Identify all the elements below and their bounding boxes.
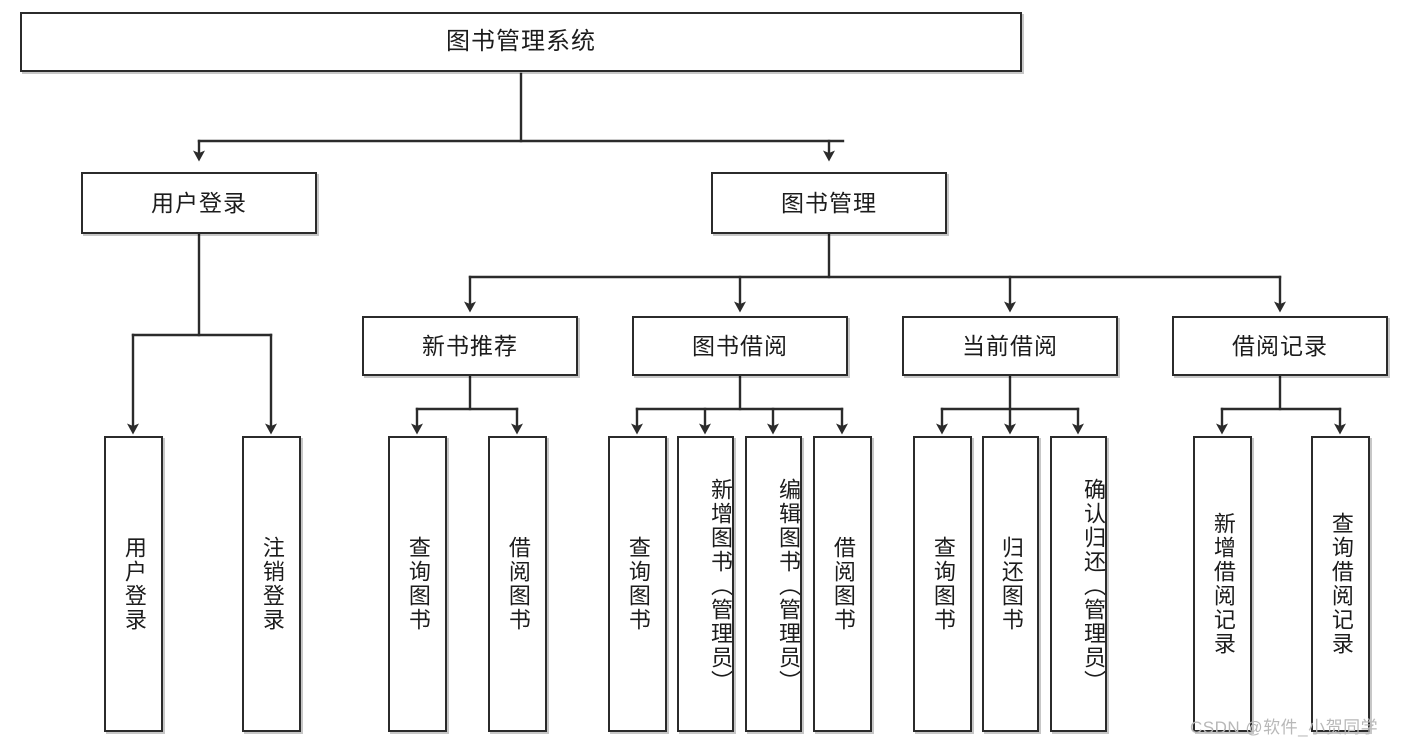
- node-leaf-return-book[interactable]: 归还图书: [982, 436, 1039, 732]
- node-leaf-query-book-2[interactable]: 查询图书: [608, 436, 667, 732]
- node-user-login[interactable]: 用户登录: [81, 172, 317, 234]
- node-root-book-management-system[interactable]: 图书管理系统: [20, 12, 1022, 72]
- node-leaf-borrow-book-2[interactable]: 借阅图书: [813, 436, 872, 732]
- watermark-text: CSDN @软件_小贺同学: [1190, 718, 1379, 737]
- node-leaf-query-book-3[interactable]: 查询图书: [913, 436, 972, 732]
- node-book-manage[interactable]: 图书管理: [711, 172, 947, 234]
- node-leaf-edit-book[interactable]: 编辑图书（管理员）: [745, 436, 802, 732]
- node-leaf-query-record[interactable]: 查询借阅记录: [1311, 436, 1370, 732]
- node-leaf-add-record[interactable]: 新增借阅记录: [1193, 436, 1252, 732]
- node-leaf-query-book-1[interactable]: 查询图书: [388, 436, 447, 732]
- node-borrow-record[interactable]: 借阅记录: [1172, 316, 1388, 376]
- node-leaf-user-login[interactable]: 用户登录: [104, 436, 163, 732]
- node-current-borrow[interactable]: 当前借阅: [902, 316, 1118, 376]
- node-leaf-confirm-return[interactable]: 确认归还（管理员）: [1050, 436, 1107, 732]
- node-book-borrow[interactable]: 图书借阅: [632, 316, 848, 376]
- node-leaf-borrow-book-1[interactable]: 借阅图书: [488, 436, 547, 732]
- node-leaf-logout[interactable]: 注销登录: [242, 436, 301, 732]
- node-leaf-add-book[interactable]: 新增图书（管理员）: [677, 436, 734, 732]
- node-new-book-recommend[interactable]: 新书推荐: [362, 316, 578, 376]
